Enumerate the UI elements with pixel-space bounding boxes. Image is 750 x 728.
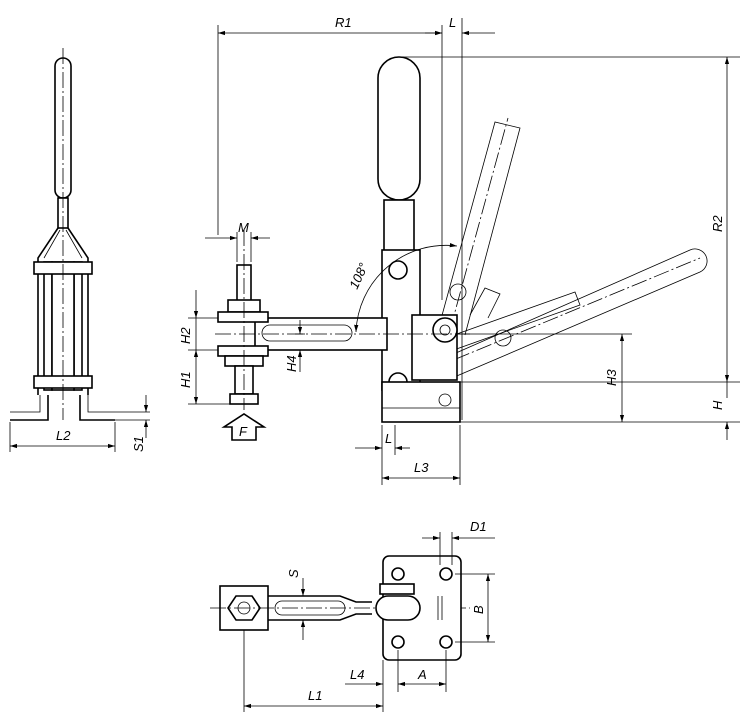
dim-l-bottom-label: L [385, 431, 392, 446]
side-fork-arms [37, 227, 89, 395]
front-view: F R1 L R2 H H3 M 108° [178, 15, 740, 485]
dim-b-label: B [471, 605, 486, 614]
base-plate [381, 381, 461, 423]
washer-upper [217, 311, 269, 323]
side-base-bracket-inner [10, 395, 115, 413]
dim-l1-label: L1 [308, 688, 322, 703]
angle-label: 108° [346, 261, 371, 292]
side-plate-right [73, 261, 83, 391]
lowered-handle-ghost [409, 248, 708, 379]
handle-grip [377, 56, 421, 201]
dim-h-label: H [710, 400, 725, 410]
side-base-bracket [10, 395, 115, 421]
dim-h3-label: H3 [604, 369, 619, 386]
dim-r1-label: R1 [335, 15, 352, 30]
side-view: L2 S1 [9, 48, 150, 452]
washer-lower [217, 345, 269, 357]
dim-l2-label: L2 [56, 428, 71, 443]
dim-a-label: A [417, 667, 427, 682]
dim-d1-label: D1 [470, 519, 487, 534]
force-arrow [221, 413, 267, 441]
top-view: S D1 B A L4 L1 [210, 519, 495, 712]
clamp-arm-slot [261, 324, 353, 342]
pivot-upper [432, 317, 458, 343]
dim-l4-label: L4 [350, 667, 364, 682]
dim-s-label: S [286, 569, 301, 578]
dim-m-label: M [238, 220, 249, 235]
dim-h4-label: H4 [284, 355, 299, 372]
top-pivot-body [375, 595, 421, 621]
side-fork-inner [43, 229, 83, 259]
dim-l-top-label: L [449, 15, 456, 30]
dim-h2-label: H2 [178, 327, 193, 344]
dim-r2-label: R2 [710, 215, 725, 232]
open-handle-ghost [437, 117, 521, 336]
side-plate-left [43, 261, 53, 391]
dim-s1-label: S1 [131, 436, 146, 452]
dim-l3-label: L3 [414, 460, 429, 475]
dim-h1-label: H1 [178, 371, 193, 388]
angle-arc [354, 242, 458, 333]
force-label: F [239, 424, 248, 439]
